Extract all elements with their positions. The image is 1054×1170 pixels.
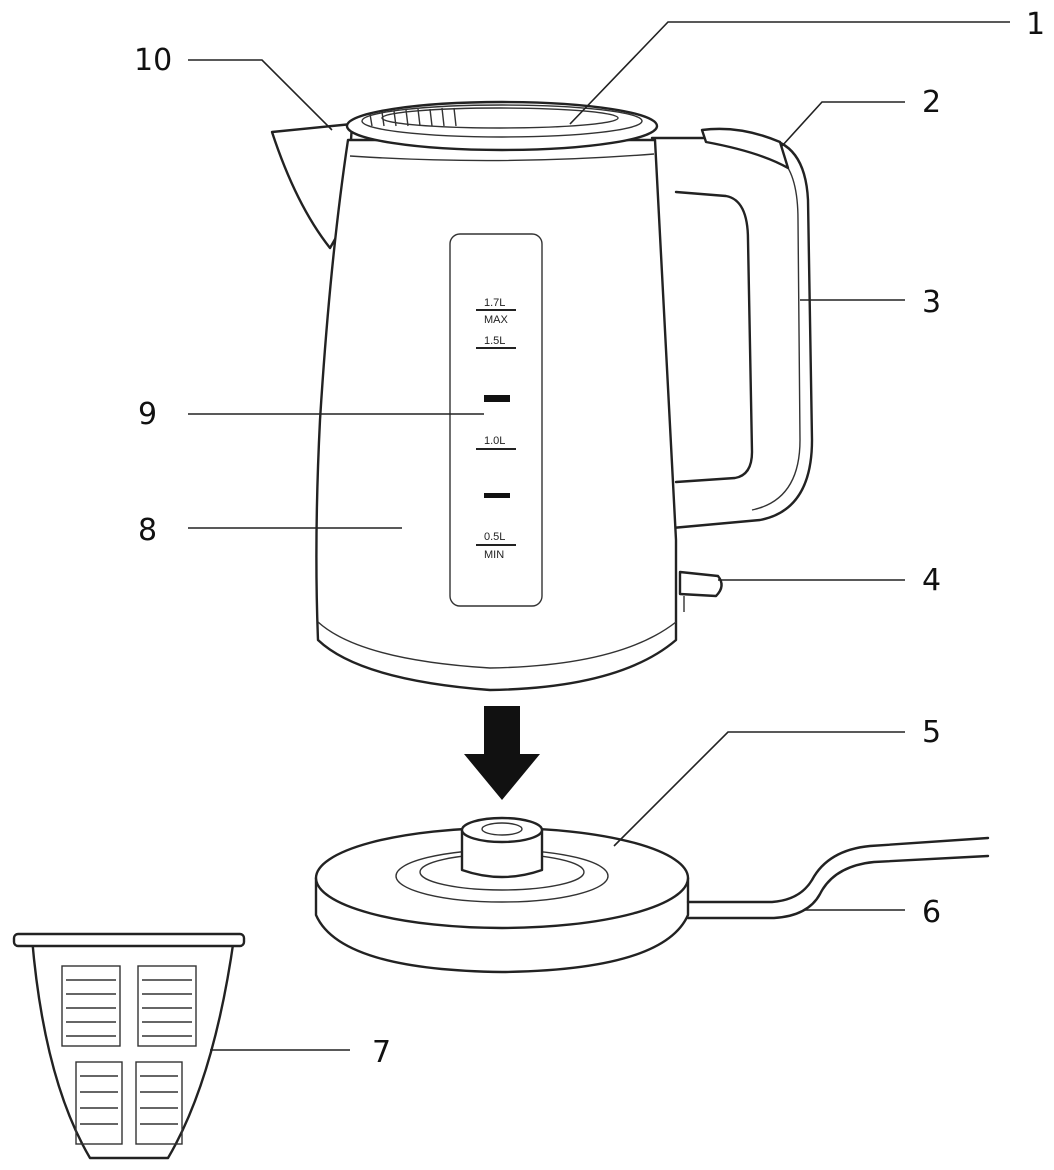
- callout-4: 4: [922, 563, 941, 598]
- limescale-filter: [12, 932, 246, 1160]
- power-base: [314, 816, 690, 974]
- callout-1: 1: [1026, 7, 1045, 42]
- on-off-switch: [678, 570, 723, 598]
- kettle-spout: [270, 122, 354, 250]
- scale-tick: [484, 493, 510, 498]
- power-cord: [686, 836, 990, 920]
- callout-6: 6: [922, 895, 941, 930]
- scale-max-volume: 1.7L: [484, 297, 505, 309]
- callout-3: 3: [922, 285, 941, 320]
- scale-mark-1-0: 1.0L: [484, 435, 505, 447]
- scale-tick: [484, 395, 510, 402]
- callout-5: 5: [922, 715, 941, 750]
- kettle-handle: [650, 136, 814, 530]
- leader-lines: [188, 21, 1010, 1051]
- scale-max-word: MAX: [484, 314, 509, 326]
- callout-7: 7: [372, 1035, 391, 1070]
- callout-8: 8: [138, 513, 157, 548]
- scale-mark-1-5: 1.5L: [484, 335, 505, 347]
- kettle-body: [315, 138, 678, 692]
- water-scale: 1.7L MAX 1.5L 1.0L 0.5L MIN: [476, 297, 516, 561]
- scale-min-volume: 0.5L: [484, 531, 505, 543]
- callout-10: 10: [134, 43, 172, 78]
- callout-9: 9: [138, 397, 157, 432]
- water-level-window: [449, 233, 543, 607]
- scale-min-word: MIN: [484, 549, 504, 561]
- lid-release-button: [700, 127, 790, 170]
- down-arrow-icon: [464, 706, 540, 800]
- kettle-lid: [345, 100, 659, 152]
- kettle: 1.7L MAX 1.5L 1.0L 0.5L MIN: [270, 100, 814, 692]
- callout-2: 2: [922, 85, 941, 120]
